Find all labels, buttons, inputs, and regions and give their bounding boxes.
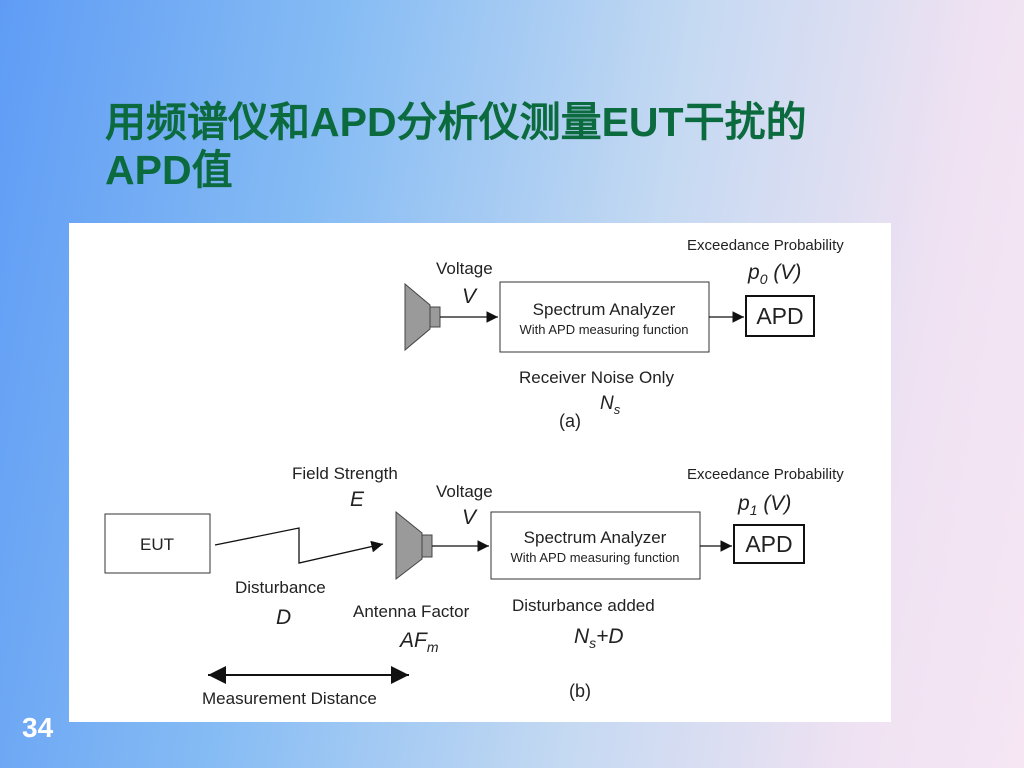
b-field-strength-label: Field Strength	[292, 464, 398, 483]
b-antenna-icon	[395, 510, 433, 581]
b-disturbance-added-label: Disturbance added	[512, 596, 655, 615]
b-field-strength-symbol: E	[350, 488, 365, 511]
slide-title: 用频谱仪和APD分析仪测量EUT干扰的 APD值	[105, 98, 925, 194]
a-probability-symbol: p0 (V)	[747, 261, 801, 287]
b-antenna-factor-label: Antenna Factor	[353, 602, 470, 621]
b-apd-label: APD	[745, 531, 792, 557]
b-measurement-distance-label: Measurement Distance	[202, 689, 377, 708]
b-eut-label: EUT	[140, 535, 174, 554]
diagram-b: EUT Field Strength E Disturbance D Volta…	[104, 464, 844, 708]
a-analyzer-subtitle: With APD measuring function	[519, 322, 688, 337]
a-spectrum-analyzer-box: Spectrum Analyzer With APD measuring fun…	[499, 281, 710, 353]
slide-title-line-2: APD值	[105, 147, 233, 193]
b-disturbance-wave-arrow	[214, 527, 384, 564]
b-apd-box: APD	[733, 524, 805, 564]
b-voltage-label: Voltage	[436, 482, 493, 501]
diagram-svg: Voltage V Spectrum Analyzer With APD mea…	[104, 237, 844, 708]
a-analyzer-title: Spectrum Analyzer	[533, 300, 676, 319]
b-voltage-symbol: V	[462, 506, 478, 529]
b-antenna-factor-symbol: AFm	[398, 629, 439, 655]
b-exceedance-label: Exceedance Probability	[687, 466, 844, 483]
b-disturbance-label: Disturbance	[235, 578, 326, 597]
a-noise-symbol: Ns	[600, 393, 621, 417]
a-voltage-label: Voltage	[436, 259, 493, 278]
b-spectrum-analyzer-box: Spectrum Analyzer With APD measuring fun…	[490, 511, 701, 580]
diagram-a: Voltage V Spectrum Analyzer With APD mea…	[404, 237, 844, 431]
a-caption: (a)	[559, 411, 581, 431]
b-caption: (b)	[569, 681, 591, 701]
page-number: 34	[22, 712, 54, 743]
b-eut-box: EUT	[104, 513, 211, 574]
a-voltage-symbol: V	[462, 285, 478, 308]
a-exceedance-label: Exceedance Probability	[687, 237, 844, 254]
a-apd-label: APD	[756, 303, 803, 329]
b-analyzer-title: Spectrum Analyzer	[524, 528, 667, 547]
b-analyzer-subtitle: With APD measuring function	[510, 550, 679, 565]
a-apd-box: APD	[745, 295, 815, 337]
slide-title-line-1: 用频谱仪和APD分析仪测量EUT干扰的	[105, 99, 807, 145]
b-disturbance-symbol: D	[276, 606, 291, 629]
b-ns-plus-d-symbol: Ns+D	[574, 625, 624, 651]
apd-measurement-diagram: Voltage V Spectrum Analyzer With APD mea…	[69, 223, 891, 722]
b-probability-symbol: p1 (V)	[737, 492, 791, 518]
a-noise-label: Receiver Noise Only	[519, 368, 674, 387]
a-antenna-icon	[404, 282, 441, 352]
